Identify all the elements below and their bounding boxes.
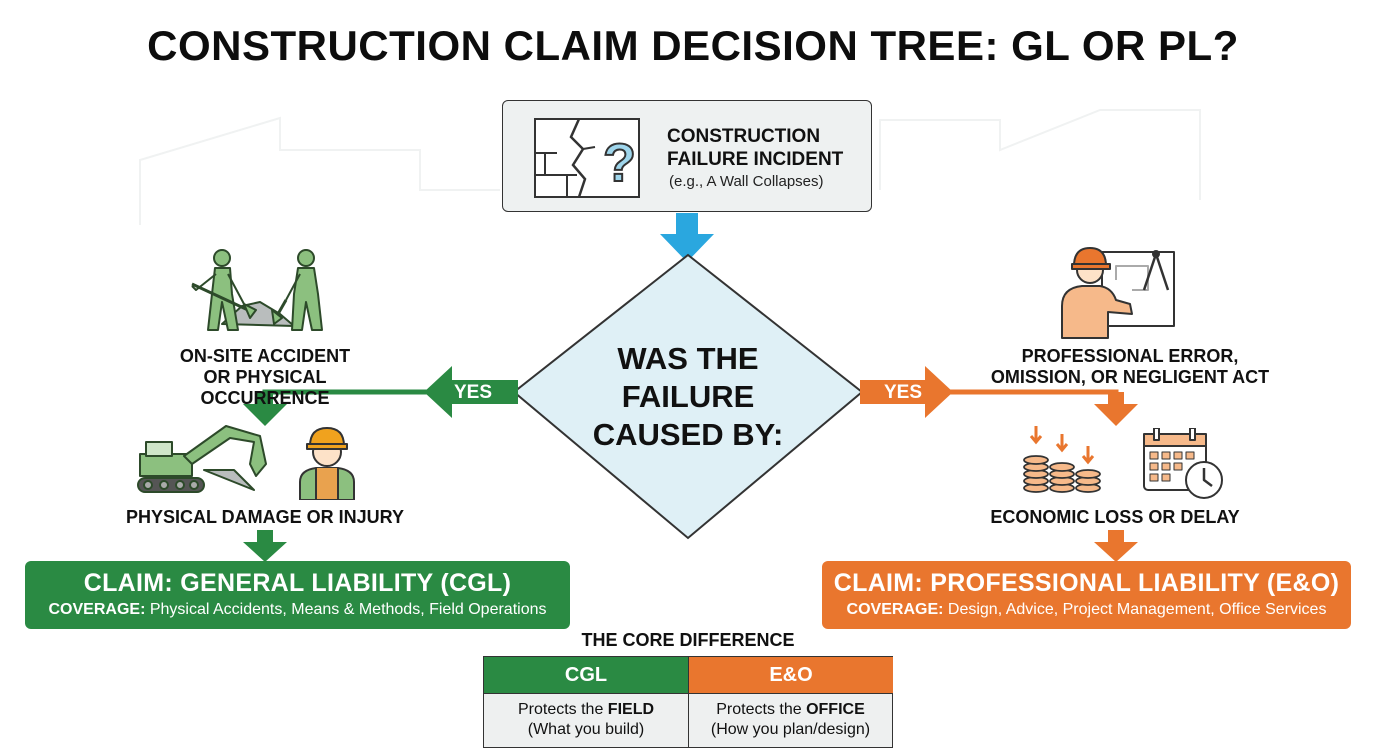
- decision-question: WAS THE FAILURE CAUSED BY:: [578, 340, 798, 454]
- excavator-icon: [137, 425, 267, 493]
- core-eo-pre: Protects the: [716, 701, 807, 718]
- core-eo-sub: (How you plan/design): [710, 721, 871, 738]
- eo-claim-title: CLAIM: PROFESSIONAL LIABILITY (E&O): [833, 569, 1340, 597]
- right-cause-label: PROFESSIONAL ERROR, OMISSION, OR NEGLIGE…: [985, 346, 1275, 388]
- page-title: CONSTRUCTION CLAIM DECISION TREE: GL OR …: [147, 22, 1239, 69]
- decision-line1: WAS THE: [617, 341, 759, 376]
- incident-box: ? CONSTRUCTION FAILURE INCIDENT (e.g., A…: [502, 100, 872, 212]
- left-cause-label: ON-SITE ACCIDENT OR PHYSICAL OCCURRENCE: [150, 346, 380, 409]
- right-result-label: ECONOMIC LOSS OR DELAY: [990, 507, 1240, 527]
- eo-coverage: COVERAGE: Design, Advice, Project Manage…: [822, 601, 1351, 619]
- right-cause-line2: OMISSION, OR NEGLIGENT ACT: [990, 367, 1270, 387]
- right-yes-label: YES: [884, 382, 923, 403]
- right-down-arrow-1: [1094, 392, 1138, 426]
- injured-worker-icon: [299, 427, 355, 500]
- core-eo-bold: OFFICE: [806, 701, 865, 718]
- core-cgl-bold: FIELD: [607, 701, 655, 718]
- core-eo-cell: Protects the OFFICE (How you plan/design…: [688, 693, 892, 747]
- core-difference-title: THE CORE DIFFERENCE: [581, 630, 795, 650]
- cgl-claim-box: CLAIM: GENERAL LIABILITY (CGL) COVERAGE:…: [25, 561, 570, 629]
- eo-coverage-text: Design, Advice, Project Management, Offi…: [943, 601, 1327, 618]
- cgl-coverage: COVERAGE: Physical Accidents, Means & Me…: [25, 601, 570, 619]
- left-cause-line2: OR PHYSICAL OCCURRENCE: [200, 367, 330, 408]
- incident-title: CONSTRUCTION FAILURE INCIDENT: [667, 125, 843, 171]
- left-down-arrow-1: [243, 392, 287, 426]
- left-down-arrow-2: [243, 530, 287, 562]
- blue-down-arrow: [660, 213, 714, 262]
- decision-diamond: [512, 253, 864, 540]
- right-cause-line1: PROFESSIONAL ERROR,: [1021, 346, 1239, 366]
- incident-title-line2: FAILURE INCIDENT: [667, 149, 844, 170]
- left-result-label: PHYSICAL DAMAGE OR INJURY: [125, 507, 405, 527]
- core-cgl-sub: (What you build): [527, 721, 645, 738]
- engineer-drafting-icon: [1061, 247, 1175, 339]
- core-eo-header: E&O: [688, 657, 893, 693]
- core-difference-table: CGL E&O Protects the FIELD (What you bui…: [483, 656, 893, 748]
- eo-coverage-label: COVERAGE:: [846, 601, 944, 618]
- decision-line3: CAUSED BY:: [592, 417, 784, 452]
- cgl-claim-title: CLAIM: GENERAL LIABILITY (CGL): [83, 569, 512, 597]
- svg-text:?: ?: [603, 133, 636, 193]
- core-cgl-pre: Protects the: [517, 701, 608, 718]
- left-yes-arrow: [424, 366, 518, 418]
- core-cgl-header: CGL: [484, 657, 688, 693]
- decision-line2: FAILURE: [621, 379, 755, 414]
- right-yes-arrow: [860, 366, 953, 418]
- core-eo-line1: Protects the OFFICE: [689, 700, 892, 720]
- left-cause-line1: ON-SITE ACCIDENT: [179, 346, 351, 366]
- core-cgl-line1: Protects the FIELD: [484, 700, 688, 720]
- calendar-clock-icon: [1143, 428, 1223, 499]
- core-cgl-cell: Protects the FIELD (What you build): [484, 693, 688, 747]
- right-down-arrow-2: [1094, 530, 1138, 562]
- cracked-wall-question-icon: ?: [534, 118, 640, 198]
- cgl-coverage-text: Physical Accidents, Means & Methods, Fie…: [145, 601, 547, 618]
- workers-digging-icon: [191, 249, 323, 331]
- cgl-coverage-label: COVERAGE:: [48, 601, 146, 618]
- incident-title-line1: CONSTRUCTION: [667, 126, 821, 147]
- incident-example: (e.g., A Wall Collapses): [669, 173, 824, 190]
- falling-coins-icon: [1023, 426, 1101, 493]
- left-yes-label: YES: [454, 382, 493, 403]
- eo-claim-box: CLAIM: PROFESSIONAL LIABILITY (E&O) COVE…: [822, 561, 1351, 629]
